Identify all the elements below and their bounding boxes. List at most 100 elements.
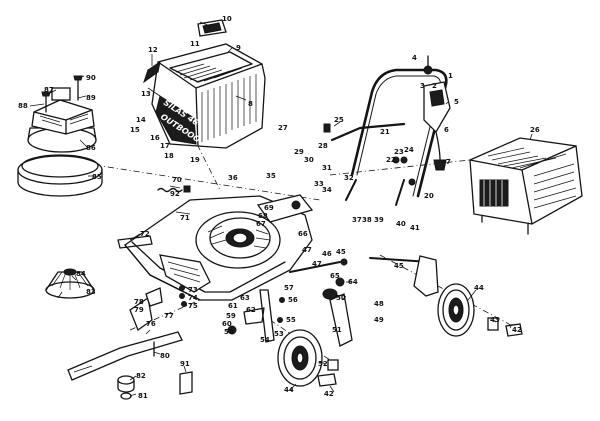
callout-35: 35: [266, 172, 276, 180]
callout-54: 54: [260, 336, 270, 344]
callout-44-lower: 44: [284, 386, 294, 394]
callout-17: 17: [160, 142, 170, 150]
callout-68: 68: [258, 212, 268, 220]
callout-76: 76: [146, 320, 156, 328]
callout-64: 64: [348, 278, 358, 286]
callout-38: 38: [362, 216, 372, 224]
callout-59: 59: [226, 312, 236, 320]
callout-78: 78: [134, 298, 144, 306]
grass-catcher: [469, 137, 583, 235]
callout-67: 67: [256, 220, 266, 228]
callout-22: 22: [386, 156, 396, 164]
blade-assembly: [45, 268, 193, 400]
callout-84: 84: [76, 270, 86, 278]
callout-42-lower: 42: [324, 390, 334, 398]
callout-labels: 10 11 12 9 13 8 14 15 16 17 18 19 90 89 …: [18, 15, 540, 400]
callout-18: 18: [164, 152, 174, 160]
callout-72: 72: [140, 230, 150, 238]
callout-85: 85: [92, 173, 102, 181]
callout-34: 34: [322, 186, 332, 194]
callout-21: 21: [380, 128, 390, 136]
callout-2: 2: [432, 82, 437, 90]
callout-63: 63: [240, 294, 250, 302]
callout-57: 57: [284, 284, 294, 292]
callout-49: 49: [374, 316, 384, 324]
callout-79: 79: [134, 306, 144, 314]
callout-36: 36: [228, 174, 238, 182]
callout-92: 92: [170, 190, 180, 198]
callout-26: 26: [530, 126, 540, 134]
callout-6: 6: [444, 126, 449, 134]
callout-7: 7: [446, 158, 451, 166]
callout-39: 39: [374, 216, 384, 224]
callout-10: 10: [222, 15, 232, 23]
callout-90: 90: [86, 74, 96, 82]
motor-assembly: [17, 75, 191, 197]
callout-80: 80: [160, 352, 170, 360]
callout-82: 82: [136, 372, 146, 380]
callout-1: 1: [448, 72, 453, 80]
callout-53: 53: [274, 330, 284, 338]
callout-15: 15: [130, 126, 140, 134]
callout-24: 24: [404, 146, 414, 154]
callout-47: 47: [302, 246, 312, 254]
rear-axle-wheels: [289, 255, 523, 337]
leader-lines: [29, 21, 533, 397]
callout-8: 8: [248, 100, 253, 108]
front-wheel: [277, 329, 339, 387]
callout-32: 32: [344, 174, 354, 182]
callout-74: 74: [188, 294, 198, 302]
callout-12: 12: [148, 46, 158, 54]
callout-47-mid: 47: [312, 260, 322, 268]
callout-41: 41: [410, 224, 420, 232]
callout-19: 19: [190, 156, 200, 164]
callout-11: 11: [190, 40, 200, 48]
callout-66: 66: [298, 230, 308, 238]
callout-69: 69: [264, 204, 274, 212]
callout-56: 56: [288, 296, 298, 304]
callout-77: 77: [164, 312, 174, 320]
callout-16: 16: [150, 134, 160, 142]
callout-28: 28: [318, 142, 328, 150]
callout-3: 3: [420, 82, 425, 90]
callout-75: 75: [188, 302, 198, 310]
callout-71: 71: [180, 214, 190, 222]
callout-29: 29: [294, 148, 304, 156]
callout-13: 13: [141, 90, 151, 98]
callout-42: 42: [512, 326, 522, 334]
callout-43: 43: [490, 316, 500, 324]
callout-45-mid: 45: [336, 248, 346, 256]
handle-assembly: [323, 55, 451, 206]
callout-37: 37: [352, 216, 362, 224]
callout-48: 48: [374, 300, 384, 308]
callout-62: 62: [246, 306, 256, 314]
callout-14: 14: [136, 116, 146, 124]
callout-91: 91: [180, 360, 190, 368]
callout-33: 33: [314, 180, 324, 188]
height-lever: [227, 277, 353, 347]
callout-81: 81: [138, 392, 148, 400]
motor-cover: SILAS 46 OUTBOOO: [143, 19, 266, 149]
callout-73: 73: [188, 286, 198, 294]
callout-89: 89: [86, 94, 96, 102]
callout-83: 83: [86, 288, 96, 296]
callout-20: 20: [424, 192, 434, 200]
callout-31: 31: [322, 164, 332, 172]
callout-58: 58: [224, 328, 234, 336]
callout-45: 45: [394, 262, 404, 270]
callout-23: 23: [394, 148, 404, 156]
callout-70: 70: [172, 176, 182, 184]
callout-60: 60: [222, 320, 232, 328]
callout-65: 65: [330, 272, 340, 280]
callout-25: 25: [334, 116, 344, 124]
callout-88: 88: [18, 102, 28, 110]
callout-30: 30: [304, 156, 314, 164]
callout-52: 52: [318, 360, 328, 368]
callout-50: 50: [336, 294, 346, 302]
callout-86: 86: [86, 144, 96, 152]
mower-deck: [117, 194, 314, 307]
callout-87: 87: [44, 86, 54, 94]
callout-55: 55: [286, 316, 296, 324]
